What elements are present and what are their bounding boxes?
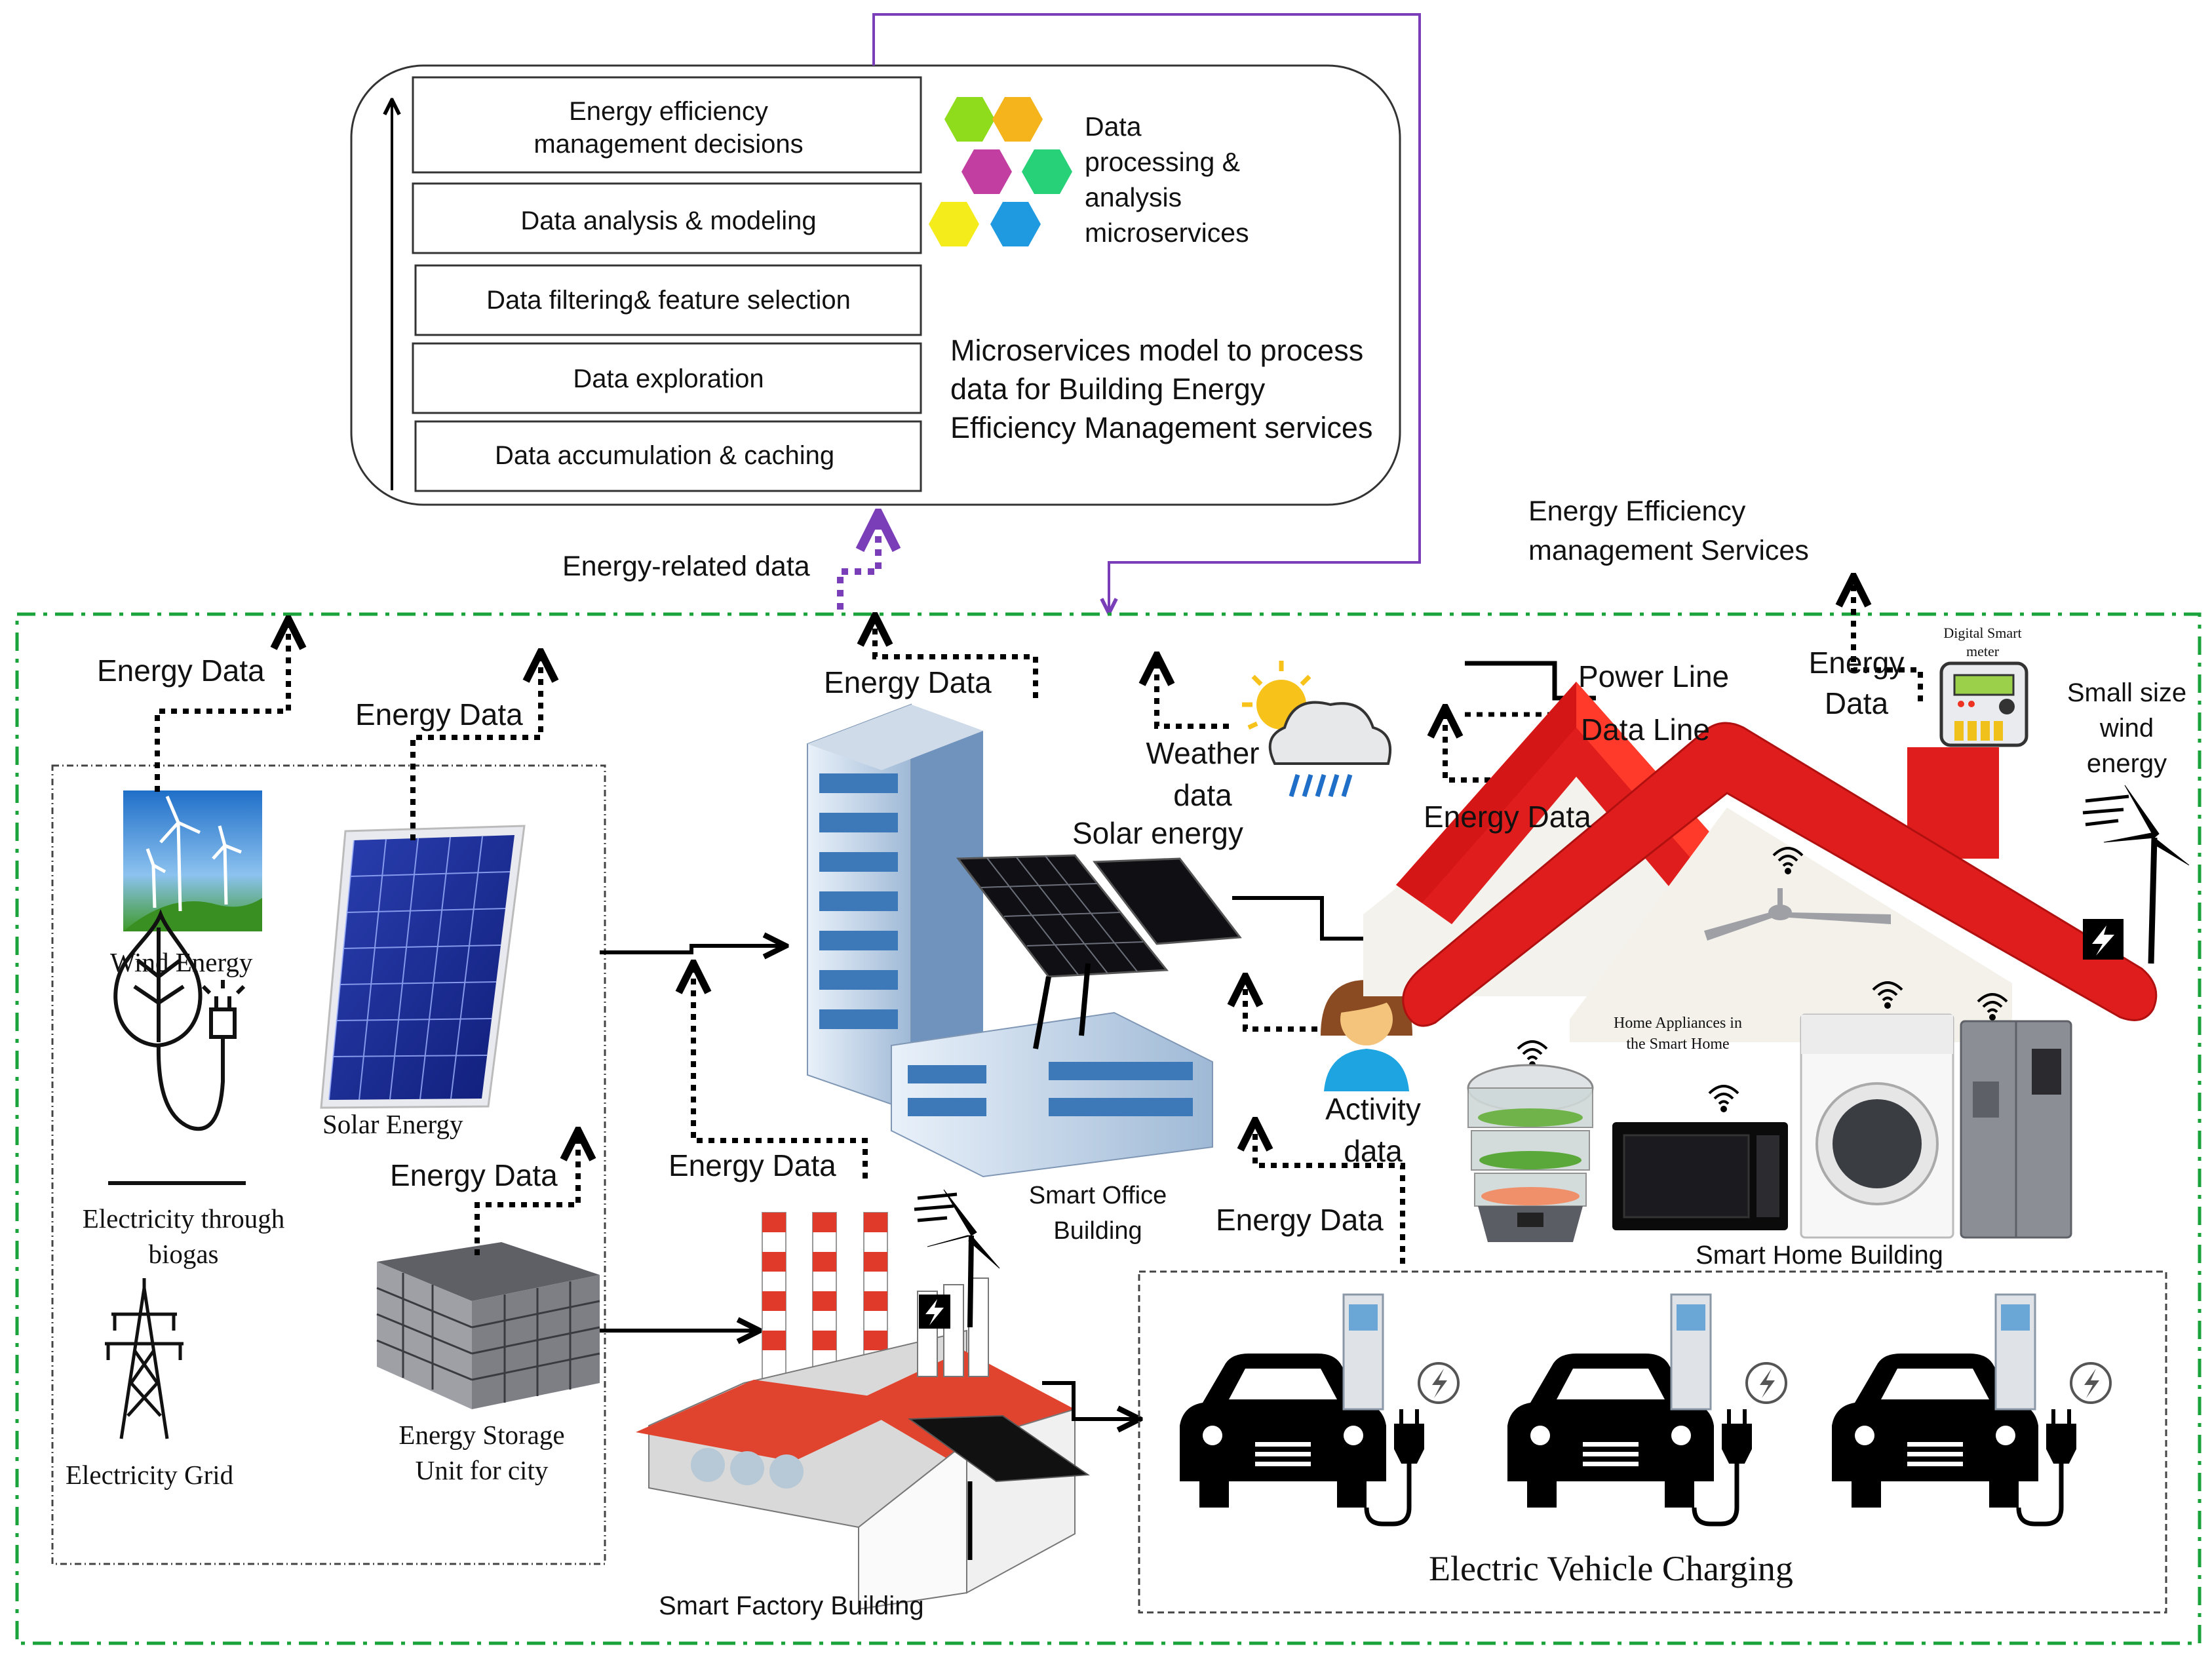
home-lightning-icon bbox=[2083, 919, 2124, 960]
layer-analysis-label: Data analysis & modeling bbox=[520, 206, 817, 235]
layer-box-filtering bbox=[414, 264, 922, 336]
layer-box-exploration bbox=[412, 342, 922, 414]
activity-data-line bbox=[1245, 980, 1317, 1032]
ev-charging-label: Electric Vehicle Charging bbox=[1429, 1549, 1793, 1588]
energy-related-data-label: Energy-related data bbox=[562, 551, 810, 582]
energy-data-storage-label: Energy Data bbox=[390, 1158, 558, 1192]
energy-data-wind-label: Energy Data bbox=[97, 653, 265, 688]
battery-storage-icon bbox=[376, 1242, 600, 1409]
home-wind-turbine-icon bbox=[2082, 785, 2190, 964]
factory-lightning-icon bbox=[919, 1295, 950, 1329]
meter-data-line bbox=[1853, 580, 1923, 701]
plug-icon bbox=[2046, 1409, 2076, 1464]
energy-data-ev-label: Energy Data bbox=[1216, 1203, 1384, 1237]
grid-label: Electricity Grid bbox=[66, 1460, 234, 1490]
smart-meter-label: Digital Smart meter bbox=[1943, 625, 2022, 659]
solar-data-line bbox=[410, 655, 541, 840]
energy-related-data-arrow bbox=[837, 518, 878, 610]
ev-stations bbox=[1180, 1293, 2112, 1527]
wifi-icon bbox=[1517, 847, 2008, 1112]
weather-data-label: Weather data bbox=[1146, 736, 1260, 812]
energy-data-home-label: Energy Data bbox=[1424, 800, 1591, 834]
layer-decisions-label: Energy efficiency management decisions bbox=[534, 97, 804, 159]
ev-data-line bbox=[1255, 1124, 1405, 1264]
layer-exploration-label: Data exploration bbox=[573, 364, 764, 393]
wind-data-line bbox=[155, 623, 288, 792]
lightning-icon bbox=[1418, 1362, 1460, 1404]
leaf-plug-icon bbox=[108, 908, 246, 1185]
services-feedback-line bbox=[872, 13, 1421, 612]
office-label: Smart Office Building bbox=[1028, 1182, 1167, 1245]
power-line-legend-label: Power Line bbox=[1578, 659, 1730, 693]
office-solar-energy-label: Solar energy bbox=[1072, 816, 1243, 850]
smart-meter-icon bbox=[1939, 661, 2028, 747]
microservices-hex-icon bbox=[929, 97, 1072, 246]
stack-layers bbox=[412, 76, 922, 492]
plug-icon bbox=[1722, 1409, 1752, 1464]
storage-data-line bbox=[475, 1134, 578, 1255]
factory-wind-turbine-icon bbox=[914, 1189, 1000, 1328]
layer-accumulation-label: Data accumulation & caching bbox=[495, 441, 835, 470]
lightning-icon bbox=[1745, 1362, 1787, 1404]
home-wind-label: Small size wind energy bbox=[2066, 678, 2187, 778]
activity-data-label: Activity data bbox=[1325, 1092, 1421, 1168]
solar-energy-label: Solar Energy bbox=[322, 1109, 463, 1139]
refrigerator-icon bbox=[1960, 1020, 2072, 1239]
pylon-icon bbox=[105, 1278, 184, 1439]
layer-box-analysis bbox=[412, 182, 922, 254]
services-label: Energy Efficiency management Services bbox=[1528, 496, 1809, 566]
storage-label: Energy Storage Unit for city bbox=[398, 1420, 565, 1485]
washing-machine-icon bbox=[1800, 1013, 1954, 1239]
biogas-label: Electricity through biogas bbox=[82, 1203, 285, 1269]
smart-city-boundary bbox=[15, 612, 2202, 1645]
smart-home-roof bbox=[1402, 722, 2158, 1027]
food-steamer-icon bbox=[1467, 1064, 1594, 1242]
factory-icon bbox=[636, 1212, 1090, 1610]
lightning-icon bbox=[2070, 1362, 2112, 1404]
solar-panel-icon bbox=[320, 825, 526, 1109]
power-line-sources-to-office bbox=[600, 946, 783, 952]
smart-home-label: Smart Home Building bbox=[1696, 1241, 1943, 1270]
office-data-line bbox=[875, 619, 1038, 698]
microservices-description: Microservices model to process data for … bbox=[950, 334, 1373, 444]
weather-icon bbox=[1242, 661, 1392, 798]
ev-car-icon bbox=[1507, 1354, 1714, 1508]
layer-box-accumulation bbox=[414, 420, 922, 492]
smart-factory-label: Smart Factory Building bbox=[659, 1591, 924, 1620]
ev-charging-box bbox=[1138, 1270, 2167, 1614]
energy-sources-box bbox=[51, 764, 606, 1565]
power-line-factory-to-ev bbox=[1042, 1381, 1137, 1419]
microwave-icon bbox=[1612, 1122, 1788, 1230]
ev-car-icon bbox=[1832, 1354, 2038, 1508]
smart-home-interior bbox=[1570, 808, 2012, 1042]
weather-data-line bbox=[1157, 659, 1229, 729]
layer-filtering-label: Data filtering& feature selection bbox=[486, 286, 851, 315]
office-building-icon bbox=[807, 703, 1213, 1178]
layer-box-decisions bbox=[412, 76, 922, 174]
energy-data-solar-label: Energy Data bbox=[355, 697, 523, 731]
factory-data-line bbox=[693, 967, 868, 1179]
wind-energy-label: Wind Energy bbox=[110, 947, 253, 977]
office-solar-array-icon bbox=[956, 854, 1242, 1049]
microservices-label: Data processing & analysis microservices bbox=[1085, 111, 1249, 248]
energy-data-office-label: Energy Data bbox=[824, 665, 992, 699]
data-line-legend-label: Data Line bbox=[1581, 712, 1710, 747]
ceiling-fan-icon bbox=[1704, 888, 1891, 941]
energy-data-meter-label: Energy Data bbox=[1808, 646, 1905, 720]
plug-icon bbox=[1394, 1409, 1424, 1464]
appliances-label: Home Appliances in the Smart Home bbox=[1614, 1015, 1742, 1053]
ev-car-icon bbox=[1180, 1354, 1386, 1508]
energy-data-factory-label: Energy Data bbox=[669, 1148, 836, 1182]
